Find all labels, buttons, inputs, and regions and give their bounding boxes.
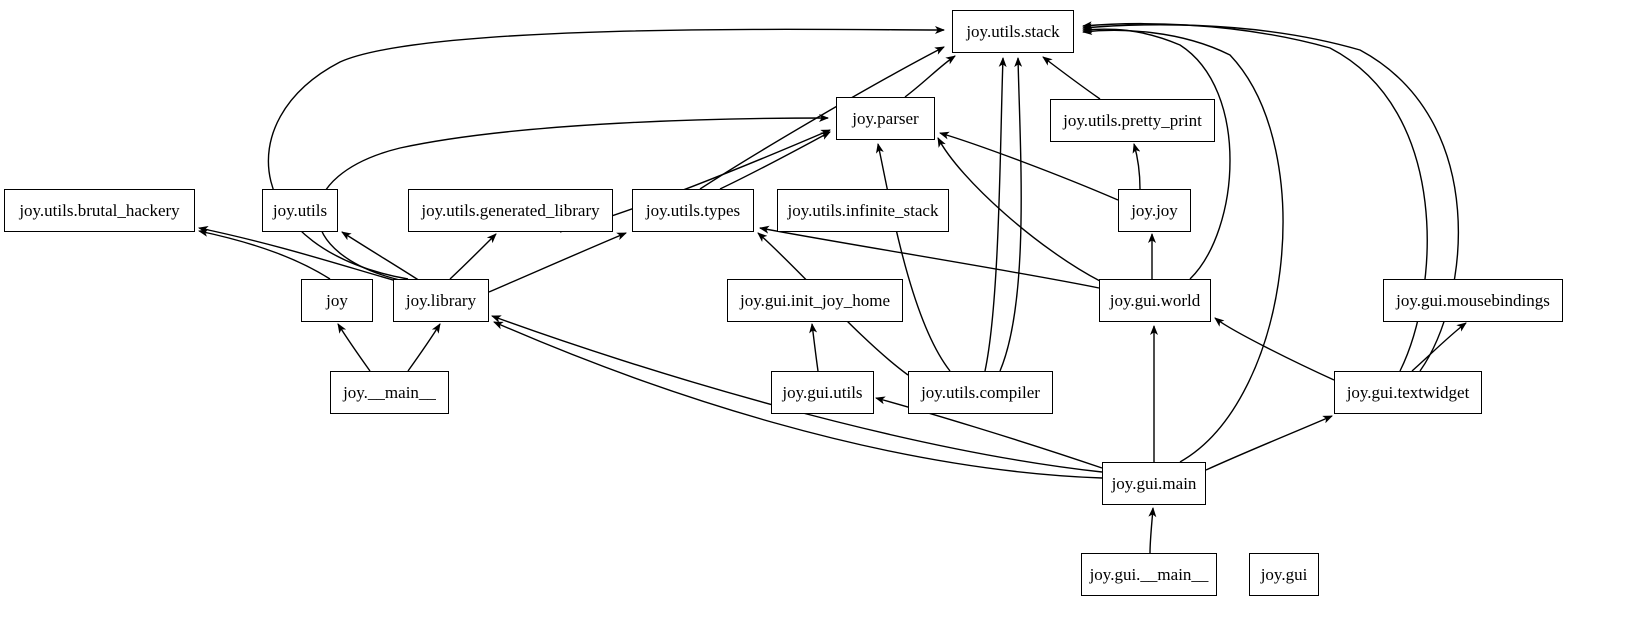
graph-edge-joy-gui-textwidget-to-joy-gui-mousebindings <box>1411 322 1467 372</box>
graph-edge-joy-library-to-joy-utils <box>341 231 421 282</box>
node-label: joy.gui.world <box>1109 291 1201 310</box>
node-label: joy.joy <box>1131 201 1178 220</box>
graph-edge-joy-gui-world-to-joy-utils-types <box>759 225 1100 289</box>
graph-edge-joy-library-to-joy-utils-generated-library <box>449 233 497 280</box>
graph-edge-joy-utils-compiler-to-joy-utils-stack <box>999 57 1023 372</box>
node-label: joy.utils.brutal_hackery <box>19 201 180 220</box>
node-label: joy.utils.compiler <box>921 383 1040 402</box>
node-label: joy.utils <box>272 201 328 220</box>
node-label: joy.gui.__main__ <box>1089 565 1209 584</box>
node-label: joy.utils.pretty_print <box>1063 111 1202 130</box>
node-label: joy.utils.generated_library <box>421 201 600 220</box>
graph-edge-joy-gui-utils-to-joy-gui-init-joy-home <box>809 323 819 372</box>
node-label: joy.utils.types <box>645 201 741 220</box>
node-label: joy.gui.main <box>1111 474 1197 493</box>
graph-edge-joy-joy-to-joy-parser <box>939 131 1119 201</box>
graph-node-joy-utils-brutal-hackery[interactable]: joy.utils.brutal_hackery <box>4 189 195 232</box>
graph-edge-joy-gui-main-to-joy-gui-textwidget <box>1205 415 1333 471</box>
graph-node-joy-gui-utils[interactable]: joy.gui.utils <box>771 371 874 414</box>
graph-edge-joy-utils-pretty-print-to-joy-utils-stack <box>1042 56 1101 100</box>
graph-node-joy-parser[interactable]: joy.parser <box>836 97 935 140</box>
node-label: joy.gui.textwidget <box>1346 383 1470 402</box>
graph-edge-joy-gui-textwidget-to-joy-gui-world <box>1214 317 1335 381</box>
graph-edge-joy---main---to-joy-library <box>407 323 441 372</box>
node-label: joy <box>326 291 348 310</box>
graph-edge-joy-utils-compiler-to-joy-parser <box>875 143 951 372</box>
node-label: joy.parser <box>852 109 919 128</box>
graph-node-joy[interactable]: joy <box>301 279 373 322</box>
graph-edge-joy-library-to-joy-parser <box>317 114 829 282</box>
graph-node-joy-gui-init-joy-home[interactable]: joy.gui.init_joy_home <box>727 279 903 322</box>
graph-node-joy-gui---main--[interactable]: joy.gui.__main__ <box>1081 553 1217 596</box>
graph-node-joy-utils-generated-library[interactable]: joy.utils.generated_library <box>408 189 613 232</box>
graph-edge-joy-library-to-joy-utils-types <box>488 232 627 293</box>
graph-edge-joy---main---to-joy <box>337 323 371 372</box>
node-label: joy.utils.stack <box>966 22 1060 41</box>
graph-node-joy---main--[interactable]: joy.__main__ <box>330 371 449 414</box>
graph-edge-joy-gui-world-to-joy-parser <box>937 137 1101 282</box>
graph-edge-joy-gui-main-to-joy-gui-utils <box>875 396 1103 469</box>
graph-node-joy-utils-pretty-print[interactable]: joy.utils.pretty_print <box>1050 99 1215 142</box>
graph-node-joy-utils-compiler[interactable]: joy.utils.compiler <box>908 371 1053 414</box>
graph-node-joy-utils[interactable]: joy.utils <box>262 189 338 232</box>
graph-node-joy-utils-infinite-stack[interactable]: joy.utils.infinite_stack <box>777 189 949 232</box>
graph-node-joy-joy[interactable]: joy.joy <box>1118 189 1191 232</box>
graph-node-joy-gui-mousebindings[interactable]: joy.gui.mousebindings <box>1383 279 1563 322</box>
node-label: joy.gui.init_joy_home <box>739 291 890 310</box>
graph-node-joy-library[interactable]: joy.library <box>393 279 489 322</box>
graph-edge-joy-gui---main---to-joy-gui-main <box>1148 507 1157 554</box>
node-label: joy.__main__ <box>343 383 436 402</box>
node-label: joy.gui <box>1260 565 1308 584</box>
graph-node-joy-utils-stack[interactable]: joy.utils.stack <box>952 10 1074 53</box>
graph-edge-joy-gui-main-to-joy-library <box>493 321 1103 479</box>
graph-edge-joy-gui-main-to-joy-utils-stack <box>1082 27 1284 463</box>
graph-node-joy-gui[interactable]: joy.gui <box>1249 553 1319 596</box>
node-label: joy.utils.infinite_stack <box>787 201 939 220</box>
graph-edge-joy-utils-types-to-joy-parser <box>719 131 831 190</box>
graph-edge-joy-utils-compiler-to-joy-utils-stack <box>984 57 1007 372</box>
node-label: joy.gui.utils <box>782 383 863 402</box>
graph-edge-joy-library-to-joy-utils-brutal-hackery <box>198 225 401 283</box>
graph-node-joy-gui-textwidget[interactable]: joy.gui.textwidget <box>1334 371 1482 414</box>
node-label: joy.library <box>405 291 477 310</box>
graph-node-joy-utils-types[interactable]: joy.utils.types <box>632 189 754 232</box>
node-label: joy.gui.mousebindings <box>1396 291 1550 310</box>
graph-edge-joy-joy-to-joy-utils-pretty-print <box>1132 143 1141 190</box>
graph-edge-joy-parser-to-joy-utils-stack <box>904 55 956 98</box>
graph-edge-joy-gui-world-to-joy-utils-stack <box>1082 25 1231 280</box>
graph-node-joy-gui-main[interactable]: joy.gui.main <box>1102 462 1206 505</box>
graph-edge-joy-to-joy-utils-brutal-hackery <box>198 228 331 280</box>
graph-node-joy-gui-world[interactable]: joy.gui.world <box>1099 279 1211 322</box>
